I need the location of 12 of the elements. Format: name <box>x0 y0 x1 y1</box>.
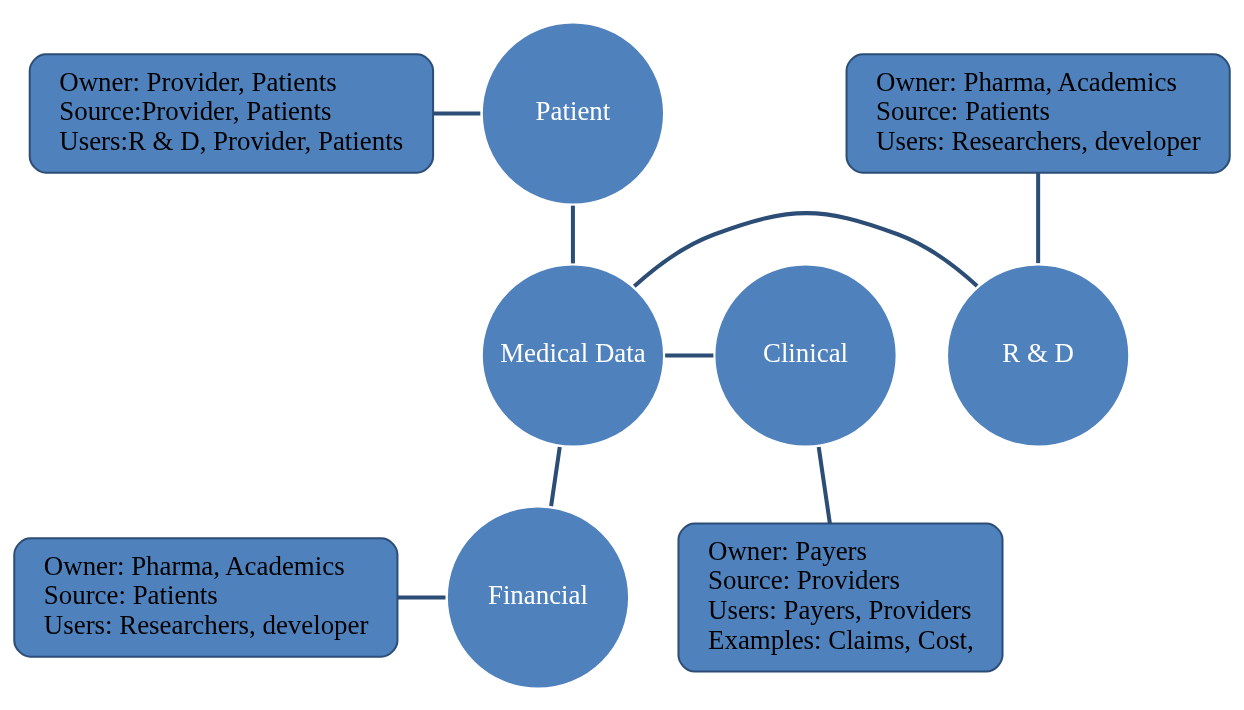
connector <box>632 210 979 288</box>
connector <box>549 446 562 506</box>
node-box: Owner: Payers Source: Providers Users: Payers, Providers Examples: Claims, Cost, <box>677 522 1004 672</box>
connector <box>397 595 446 600</box>
connector <box>570 205 575 263</box>
node-box: Owner: Pharma, Academics Source: Patients Users: Researchers, developer <box>845 52 1231 174</box>
connector <box>1036 172 1041 263</box>
connector <box>816 446 832 524</box>
connector <box>665 353 714 357</box>
node-box: Owner: Provider, Patients Source:Provider, Patients Users:R & D, Provider, Patients <box>28 52 435 174</box>
node-box: Owner: Pharma, Academics Source: Patients Users: Researchers, developer <box>13 536 399 658</box>
connector <box>433 110 481 115</box>
